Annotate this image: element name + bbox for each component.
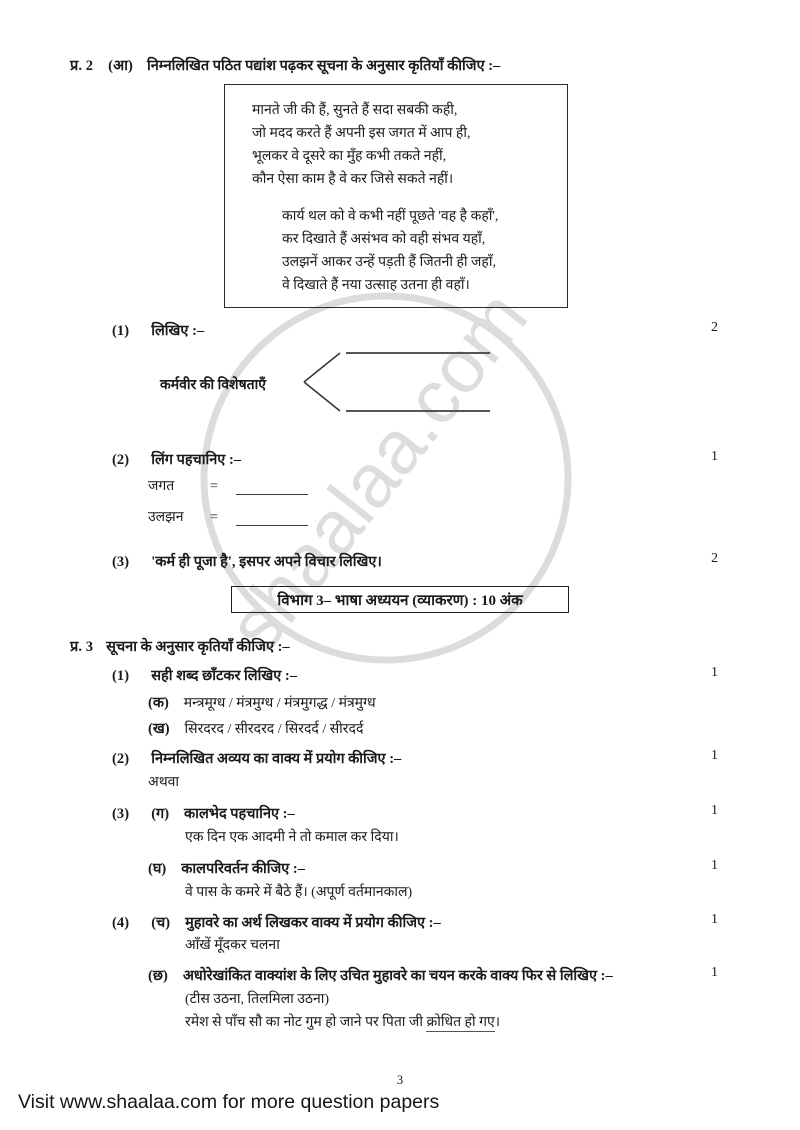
q2-gender-pair-1: जगत = <box>148 476 308 495</box>
q3-item-5-label: (4) <box>112 915 130 931</box>
q3-item-5-marks: 1 <box>711 912 718 927</box>
poem-stanza-1: मानते जी की हैं, सुनते हैं सदा सबकी कही,… <box>225 99 567 191</box>
option-kha-label: (ख) <box>148 721 170 737</box>
q2-item-1-label: (1) <box>112 323 130 339</box>
q2-number: प्र. 2 <box>70 58 94 74</box>
q2-instruction: निम्नलिखित पठित पद्यांश पढ़कर सूचना के अ… <box>146 58 501 74</box>
q3-item-3-label: (3) <box>112 806 130 822</box>
q2-item-2-row: (2) लिंग पहचानिए :– <box>112 449 241 469</box>
q2-heading-row: प्र. 2 (आ) निम्नलिखित पठित पद्यांश पढ़कर… <box>70 55 500 75</box>
q3-item-6-text: अधोरेखांकित वाक्यांश के लिए उचित मुहावरे… <box>182 968 613 984</box>
q3-item-3-text: कालभेद पहचानिए :– <box>184 806 295 822</box>
gender-word: जगत <box>148 479 175 494</box>
section-header-box: विभाग 3– भाषा अध्ययन (व्याकरण) : 10 अंक <box>231 586 569 613</box>
q3-item-4-sublabel: (घ) <box>148 861 167 877</box>
q2-item-2-marks: 1 <box>711 449 718 464</box>
q3-item-6-row: (छ) अधोरेखांकित वाक्यांश के लिए उचित मुह… <box>148 965 613 985</box>
answer-blank[interactable] <box>235 483 308 495</box>
q2-item-2-text: लिंग पहचानिए :– <box>151 452 242 468</box>
poem-stanza-2: कार्य थल को वे कभी नहीं पूछते 'वह है कहा… <box>225 191 567 297</box>
q3-item-6-hint: (टीस उठना, तिलमिला उठना) <box>185 992 330 1007</box>
q3-item-4-marks: 1 <box>711 858 718 873</box>
answer-blank[interactable] <box>235 514 308 526</box>
poem-verse: कार्य थल को वे कभी नहीं पूछते 'वह है कहा… <box>282 209 499 224</box>
poem-verse: वे दिखाते हैं नया उत्साह उतना ही वहाँ। <box>282 278 470 293</box>
section-header-text: विभाग 3– भाषा अध्ययन (व्याकरण) : 10 अंक <box>277 592 523 609</box>
q2-gender-pair-2: उलझन = <box>148 507 308 526</box>
poem-verse: मानते जी की हैं, सुनते हैं सदा सबकी कही, <box>252 103 458 118</box>
q3-item-1-option-ka: (क) मन्त्रमूग्ध / मंत्रमुग्ध / मंत्रमुगद… <box>148 692 376 712</box>
q3-item-5-text: मुहावरे का अर्थ लिखकर वाक्य में प्रयोग क… <box>185 915 441 931</box>
q3-item-6-sublabel: (छ) <box>148 968 168 984</box>
q3-heading-row: प्र. 3 सूचना के अनुसार कृतियाँ कीजिए :– <box>70 636 290 656</box>
branch-diagram: कर्मवीर की विशेषताएँ <box>160 345 530 425</box>
q3-item-5-sublabel: (च) <box>151 915 171 931</box>
poem-passage-box: मानते जी की हैं, सुनते हैं सदा सबकी कही,… <box>224 84 568 308</box>
branch-diagram-label: कर्मवीर की विशेषताएँ <box>160 378 267 393</box>
q2-item-3-text: 'कर्म ही पूजा है', इसपर अपने विचार लिखिए… <box>151 554 382 570</box>
poem-verse: जो मदद करते हैं अपनी इस जगत में आप ही, <box>252 126 471 141</box>
q2-item-3-label: (3) <box>112 554 130 570</box>
q2-item-3-marks: 2 <box>711 551 718 566</box>
q3-item-2-alternative: अथवा <box>148 775 180 790</box>
gender-word: उलझन <box>148 510 184 525</box>
q3-item-3-marks: 1 <box>711 803 718 818</box>
q3-instruction: सूचना के अनुसार कृतियाँ कीजिए :– <box>106 639 290 655</box>
q3-item-1-label: (1) <box>112 668 130 684</box>
q3-item-5-row: (4) (च) मुहावरे का अर्थ लिखकर वाक्य में … <box>112 912 441 932</box>
branch-lines <box>303 352 490 412</box>
option-ka-text: मन्त्रमूग्ध / मंत्रमुग्ध / मंत्रमुगद्ध /… <box>183 696 376 711</box>
poem-verse: भूलकर वे दूसरे का मुँह कभी तकते नहीं, <box>252 149 447 164</box>
q3-item-5-sentence: आँखें मूँदकर चलना <box>185 938 280 953</box>
poem-verse: उलझनें आकर उन्हें पड़ती हैं जितनी ही जहा… <box>282 255 496 270</box>
q3-item-2-marks: 1 <box>711 748 718 763</box>
q3-item-2-text: निम्नलिखित अव्यय का वाक्य में प्रयोग कीज… <box>151 751 402 767</box>
q3-item-4-text: कालपरिवर्तन कीजिए :– <box>181 861 306 877</box>
q3-number: प्र. 3 <box>70 639 94 655</box>
q3-item-3-sentence: एक दिन एक आदमी ने तो कमाल कर दिया। <box>185 830 399 845</box>
sentence-part-after: । <box>494 1015 501 1030</box>
q2-item-1-row: (1) लिखिए :– <box>112 320 204 340</box>
q3-item-1-marks: 1 <box>711 665 718 680</box>
option-ka-label: (क) <box>148 695 169 711</box>
q3-item-3-sublabel: (ग) <box>151 806 170 822</box>
q3-item-6-marks: 1 <box>711 965 718 980</box>
poem-verse: कर दिखाते हैं असंभव को वही संभव यहाँ, <box>282 232 486 247</box>
q3-item-4-sentence: वे पास के कमरे में बैठे हैं। (अपूर्ण वर्… <box>185 885 413 900</box>
poem-verse: कौन ऐसा काम है वे कर जिसे सकते नहीं। <box>252 172 454 187</box>
sentence-part-underlined: क्रोधित हो गए <box>426 1015 495 1032</box>
q2-item-3-row: (3) 'कर्म ही पूजा है', इसपर अपने विचार ल… <box>112 551 382 571</box>
option-kha-text: सिरदरद / सीरदरद / सिरदर्द / सीरदर्द <box>184 722 364 737</box>
q2-item-2-label: (2) <box>112 452 130 468</box>
q3-item-1-option-kha: (ख) सिरदरद / सीरदरद / सिरदर्द / सीरदर्द <box>148 718 363 738</box>
equals-sign: = <box>210 479 218 494</box>
q3-item-1-row: (1) सही शब्द छाँटकर लिखिए :– <box>112 665 297 685</box>
equals-sign: = <box>210 510 218 525</box>
q3-item-2-label: (2) <box>112 751 130 767</box>
sentence-part-before: रमेश से पाँच सौ का नोट गुम हो जाने पर पि… <box>185 1015 427 1030</box>
q3-item-4-row: (घ) कालपरिवर्तन कीजिए :– <box>148 858 305 878</box>
q2-item-1-marks: 2 <box>711 320 718 335</box>
footer-promo-text: Visit www.shaalaa.com for more question … <box>18 1091 440 1113</box>
q3-item-6-sentence: रमेश से पाँच सौ का नोट गुम हो जाने पर पि… <box>185 1012 501 1032</box>
q3-item-3-row: (3) (ग) कालभेद पहचानिए :– <box>112 803 295 823</box>
q2-item-1-text: लिखिए :– <box>151 323 205 339</box>
q2-part-label: (आ) <box>108 58 133 74</box>
page-number: 3 <box>396 1073 404 1087</box>
q3-item-2-row: (2) निम्नलिखित अव्यय का वाक्य में प्रयोग… <box>112 748 401 768</box>
q3-item-1-text: सही शब्द छाँटकर लिखिए :– <box>151 668 297 684</box>
